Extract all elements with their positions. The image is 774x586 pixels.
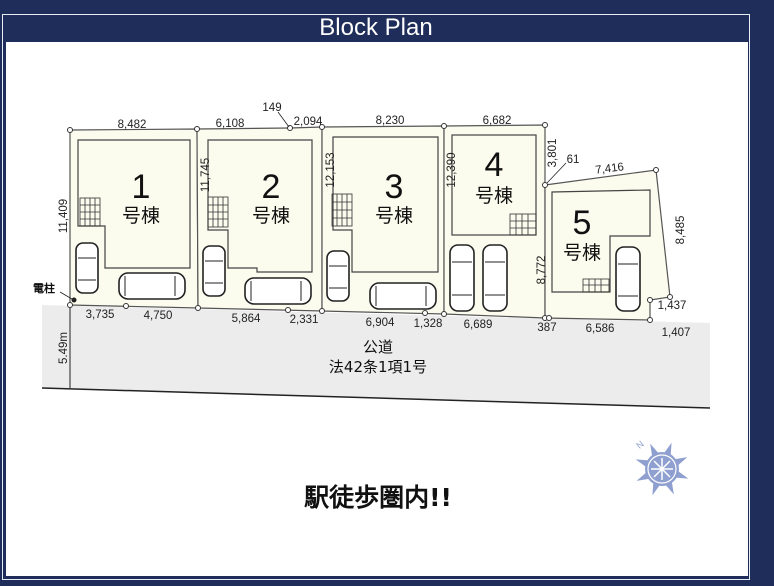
dimension-label: 8,772 bbox=[536, 256, 548, 285]
dimension-label: 12,153 bbox=[325, 152, 337, 187]
dimension-label: 387 bbox=[537, 322, 556, 334]
title-frame bbox=[2, 14, 750, 580]
lot-2-number: 2 bbox=[262, 168, 281, 206]
car-icon bbox=[369, 282, 437, 310]
dimension-label: 5,864 bbox=[232, 313, 261, 325]
dimension-label: 11,745 bbox=[200, 158, 212, 192]
dimension-label: 3,735 bbox=[86, 309, 115, 321]
car-icon bbox=[482, 244, 508, 312]
dimension-label: 1,407 bbox=[662, 327, 691, 339]
car-icon bbox=[75, 242, 99, 294]
lot-1-label: 号棟 bbox=[122, 205, 160, 227]
lot-1-number: 1 bbox=[132, 168, 151, 206]
dimension-label: 11,409 bbox=[58, 199, 70, 233]
lot-4-label: 号棟 bbox=[475, 185, 513, 207]
page-title: Block Plan bbox=[319, 14, 433, 41]
compass-north-label: N bbox=[634, 439, 645, 451]
dimension-label: 7,416 bbox=[595, 161, 625, 176]
lot-4-number: 4 bbox=[485, 146, 504, 184]
utility-pole-marker bbox=[71, 297, 77, 303]
road-name: 公道 bbox=[363, 338, 393, 356]
stairs-lot-3 bbox=[331, 193, 353, 227]
building-1 bbox=[77, 139, 191, 269]
dimension-label: 6,682 bbox=[483, 115, 512, 127]
compass-icon: N bbox=[634, 439, 689, 496]
dimension-label: 4,750 bbox=[144, 310, 173, 322]
road-width-label: 5.49m bbox=[58, 332, 70, 364]
dimension-label: 8,485 bbox=[675, 216, 687, 245]
lot-3-number: 3 bbox=[385, 168, 404, 206]
dimension-label: 8,230 bbox=[376, 115, 405, 127]
building-3 bbox=[332, 136, 439, 273]
dimension-label: 1,437 bbox=[658, 300, 687, 312]
dimension-label: 3,801 bbox=[547, 139, 559, 168]
dimension-label: 2,331 bbox=[290, 314, 319, 326]
building-5 bbox=[551, 189, 651, 293]
car-icon bbox=[244, 277, 312, 305]
car-icon bbox=[449, 244, 475, 312]
stairs-lot-4 bbox=[509, 213, 537, 236]
dimension-label: 6,586 bbox=[586, 323, 615, 335]
stairs-lot-5 bbox=[582, 278, 610, 293]
dimension-label: 8,482 bbox=[118, 119, 147, 131]
dimension-label: 6,689 bbox=[464, 319, 493, 331]
dimension-label: 6,904 bbox=[366, 317, 395, 329]
road-law: 法42条1項1号 bbox=[329, 358, 427, 376]
car-icon bbox=[615, 246, 641, 312]
car-icon bbox=[118, 272, 186, 300]
lot-5-label: 号棟 bbox=[563, 242, 601, 264]
dimension-label: 149 bbox=[262, 102, 281, 114]
utility-pole-label: 電柱 bbox=[33, 281, 55, 295]
lot-3-label: 号棟 bbox=[375, 205, 413, 227]
lot-2-label: 号棟 bbox=[252, 205, 290, 227]
dimension-label: 61 bbox=[567, 154, 580, 166]
dimension-label: 1,328 bbox=[414, 318, 443, 330]
stairs-lot-2 bbox=[207, 196, 229, 228]
road bbox=[42, 305, 710, 408]
car-icon bbox=[202, 245, 226, 297]
tagline: 駅徒歩圏内!! bbox=[304, 483, 452, 512]
building-2 bbox=[207, 139, 313, 273]
road-edge bbox=[41, 387, 711, 409]
stairs-lot-1 bbox=[79, 197, 101, 227]
dimension-label: 6,108 bbox=[216, 118, 245, 130]
dimension-label: 2,094 bbox=[294, 116, 323, 128]
car-icon bbox=[326, 250, 350, 302]
lot-5-number: 5 bbox=[573, 204, 592, 242]
dimension-label: 12,390 bbox=[446, 152, 458, 187]
